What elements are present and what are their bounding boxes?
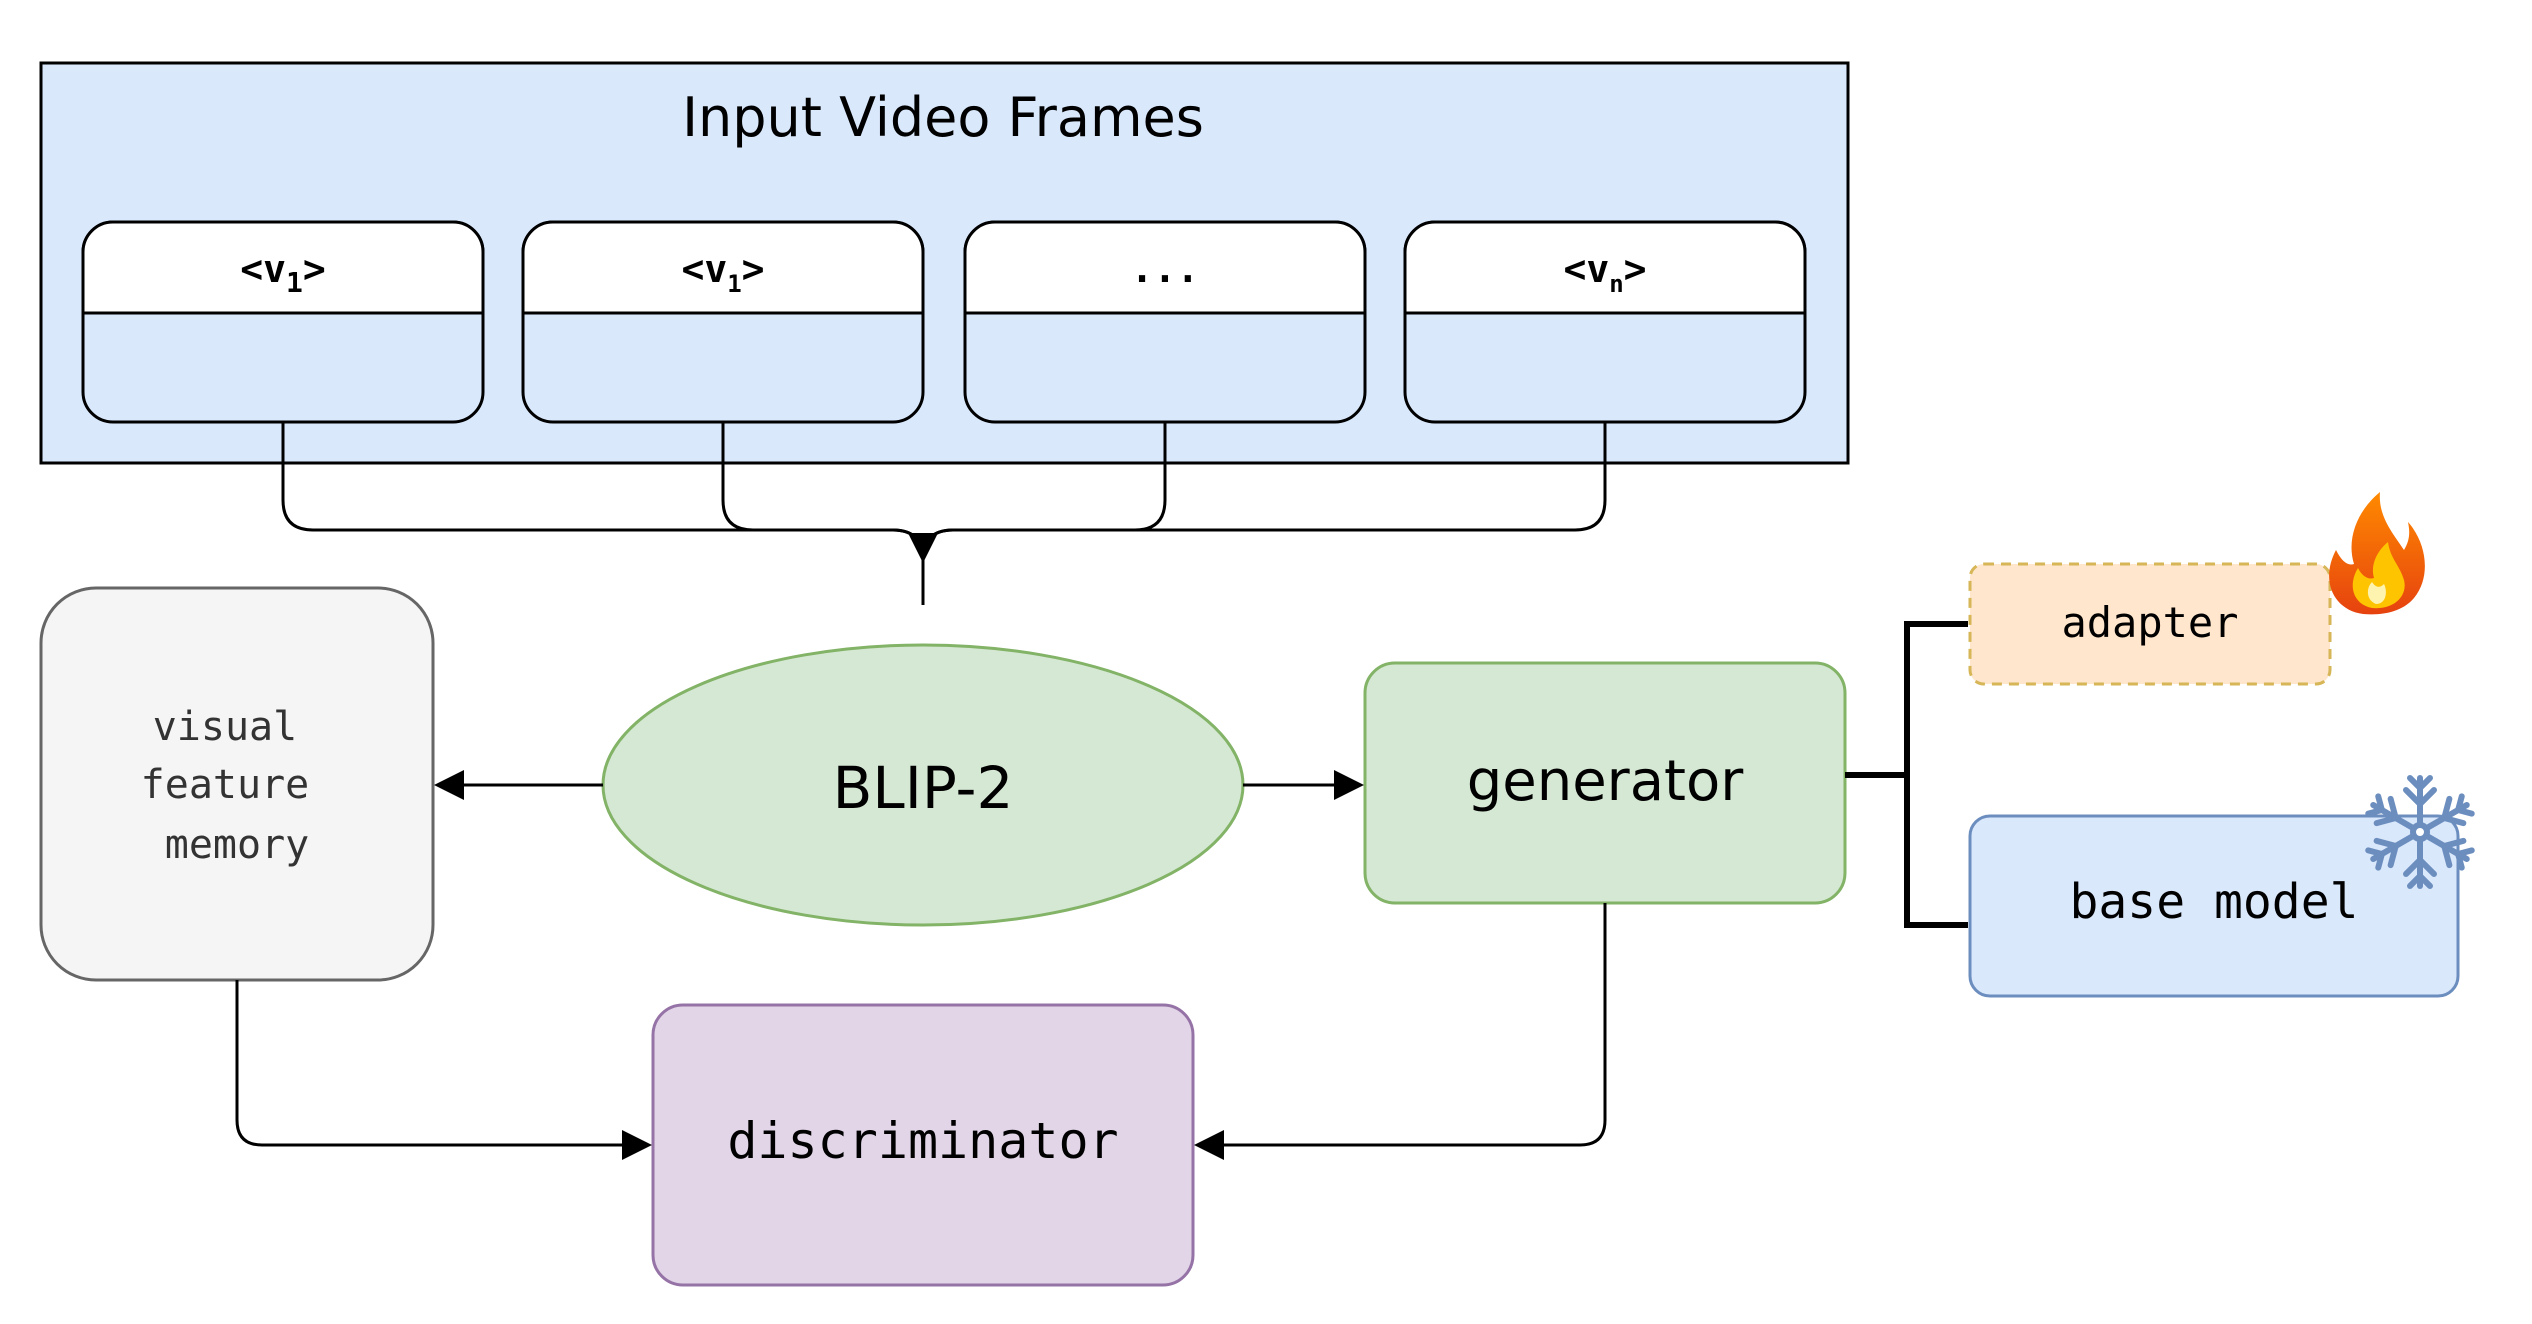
generator-bracket xyxy=(1845,621,1968,928)
frame-label-3: ... xyxy=(1131,247,1200,291)
blip2-label: BLIP-2 xyxy=(833,754,1014,822)
visual-feature-memory-node: visual feature memory xyxy=(39,586,435,982)
frame-label-1: <v1> xyxy=(240,247,326,299)
frame-box-2: <v1> xyxy=(521,220,925,424)
fire-icon xyxy=(2329,492,2425,615)
frame-label-2: <v1> xyxy=(681,247,764,298)
memory-line-2: feature xyxy=(141,762,310,808)
snowflake-icon xyxy=(2366,775,2474,886)
generator-node: generator xyxy=(1363,661,1847,905)
node-connectors xyxy=(235,770,1607,1160)
frame-box-1: <v1> xyxy=(81,220,485,424)
generator-label: generator xyxy=(1467,749,1745,814)
input-video-frames-group: Input Video Frames <v1> <v1> ... <vn> xyxy=(39,61,1850,465)
memory-line-3: memory xyxy=(165,822,310,868)
memory-line-1: visual xyxy=(153,704,298,750)
base-model-label: base model xyxy=(2070,874,2359,930)
frame-label-4: <vn> xyxy=(1563,247,1646,298)
adapter-label: adapter xyxy=(2061,598,2238,647)
frame-box-3: ... xyxy=(963,220,1367,424)
connector-frame-4 xyxy=(908,422,1607,563)
discriminator-node: discriminator xyxy=(651,1003,1195,1287)
connector-generator-to-discriminator xyxy=(1194,903,1607,1160)
frame-box-4: <vn> xyxy=(1403,220,1807,424)
frames-to-blip-connectors xyxy=(281,422,1607,605)
connector-memory-to-discriminator xyxy=(235,980,652,1160)
input-title: Input Video Frames xyxy=(682,86,1204,149)
discriminator-label: discriminator xyxy=(727,1112,1118,1170)
base-model-node: base model xyxy=(1968,814,2460,998)
svg-text:visual feature mem: visual feature memory xyxy=(141,704,334,868)
blip2-node: BLIP-2 xyxy=(601,643,1245,927)
adapter-node: adapter xyxy=(1968,562,2332,686)
